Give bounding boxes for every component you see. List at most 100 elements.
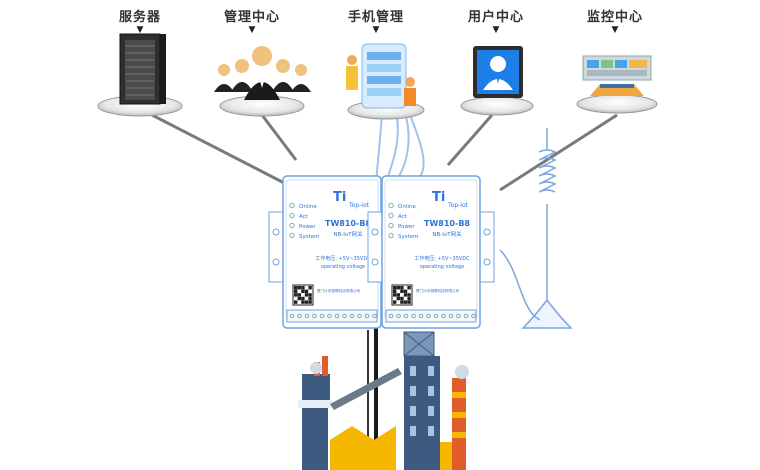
qr-module: [407, 300, 411, 304]
qr-module: [403, 293, 408, 297]
indicator-label: Online: [398, 204, 416, 210]
down-arrow-icon: ▼: [492, 25, 500, 35]
device-model: TW810-B8: [424, 219, 470, 228]
indicator-label: Online: [299, 204, 317, 210]
node-server-label: 服务器: [118, 10, 161, 25]
voltage-cn: 工作电压: +5V~35VDC: [315, 255, 371, 262]
qr-code-icon: [391, 284, 413, 306]
voltage-cn: 工作电压: +5V~35VDC: [414, 255, 470, 262]
qr-module: [301, 286, 305, 290]
voltage-en: operating voltage: [321, 264, 365, 270]
terminal-screw: [418, 313, 424, 319]
screw-hole: [272, 258, 280, 266]
status-led: [388, 222, 394, 229]
qr-module: [400, 300, 404, 304]
terminal-screw: [297, 313, 302, 319]
qr-module: [304, 293, 309, 297]
terminal-screw: [388, 313, 394, 319]
down-arrow-icon: ▼: [248, 25, 256, 35]
server-link: [151, 113, 291, 188]
terminal-screw: [396, 313, 401, 319]
down-arrow-icon: ▼: [136, 25, 144, 35]
screw-hole: [371, 228, 379, 236]
node-management-center: 管理中心 ▼: [197, 6, 307, 36]
brand-logo-icon: Ti: [333, 190, 346, 205]
qr-module: [407, 296, 411, 301]
screw-hole: [483, 258, 491, 266]
indicator-label: Act: [398, 214, 408, 220]
terminal-block: [385, 309, 477, 323]
terminal-block: [286, 309, 378, 323]
device-type: NB-IoT网关: [333, 230, 363, 238]
qr-module: [308, 293, 312, 297]
qr-module: [308, 286, 312, 290]
node-user-center-label: 用户中心: [467, 10, 524, 25]
qr-module: [403, 300, 408, 304]
terminal-screw: [304, 313, 310, 319]
screw-hole: [272, 228, 280, 236]
down-arrow-icon: ▼: [611, 25, 619, 35]
terminal-screw: [349, 313, 355, 319]
terminal-screw: [411, 313, 416, 319]
indicator-label: Act: [299, 214, 309, 220]
phone-cables: [375, 109, 425, 183]
terminal-screw: [456, 313, 461, 319]
screw-hole: [483, 228, 491, 236]
terminal-screw: [403, 313, 409, 319]
qr-module: [396, 286, 400, 290]
terminal-screw: [364, 313, 370, 319]
status-led: [388, 232, 394, 239]
qr-code-icon: [292, 284, 314, 306]
node-mobile-management-label: 手机管理: [347, 10, 404, 25]
voltage-en: operating voltage: [420, 264, 464, 270]
qr-module: [294, 286, 298, 290]
terminal-screw: [289, 313, 295, 319]
terminal-screw: [327, 313, 332, 319]
qr-module: [297, 286, 301, 290]
device-brand: Top-iot: [348, 202, 370, 209]
status-led: [289, 212, 295, 219]
gateway-devices: TiTop-iotOnlineActPowerSystemTW810-B8NB-…: [268, 175, 495, 329]
brand-logo-icon: Ti: [432, 190, 445, 205]
node-management-center-label: 管理中心: [223, 10, 280, 25]
terminal-screw: [312, 313, 317, 319]
qr-module: [301, 289, 305, 293]
qr-module: [294, 293, 298, 297]
terminal-screw: [372, 313, 377, 319]
qr-module: [407, 286, 411, 290]
mobile-phone-icon: [346, 43, 425, 120]
company-name: 厦门计讯物联科技有限公司: [317, 288, 361, 293]
user-monitor-icon: [460, 46, 534, 116]
qr-module: [396, 296, 400, 301]
factory-scene: [298, 320, 469, 470]
indicator-label: Power: [398, 224, 415, 230]
node-monitoring-center: 监控中心 ▼: [560, 6, 670, 36]
qr-module: [301, 300, 305, 304]
qr-module: [400, 296, 404, 301]
terminal-screw: [334, 313, 340, 319]
qr-module: [403, 289, 408, 293]
mount-ear-left: [268, 211, 284, 283]
terminal-screw: [433, 313, 439, 319]
mount-ear-left: [367, 211, 383, 283]
mount-ear-right: [479, 211, 495, 283]
qr-module: [294, 300, 298, 304]
qr-module: [400, 286, 404, 290]
terminal-screw: [426, 313, 431, 319]
status-led: [388, 212, 394, 219]
qr-module: [396, 293, 400, 297]
device-brand: Top-iot: [447, 202, 469, 209]
qr-module: [297, 296, 301, 301]
connection-lines: [151, 113, 618, 192]
node-mobile-management: 手机管理 ▼: [321, 6, 431, 36]
management-link: [260, 114, 298, 161]
people-group-icon: [214, 46, 311, 117]
qr-module: [393, 300, 397, 304]
status-led: [289, 202, 295, 209]
server-rack-icon: [97, 33, 183, 117]
indicator-label: System: [398, 234, 419, 240]
qr-module: [297, 293, 301, 297]
indicator-label: System: [299, 234, 320, 240]
status-led: [289, 232, 295, 239]
